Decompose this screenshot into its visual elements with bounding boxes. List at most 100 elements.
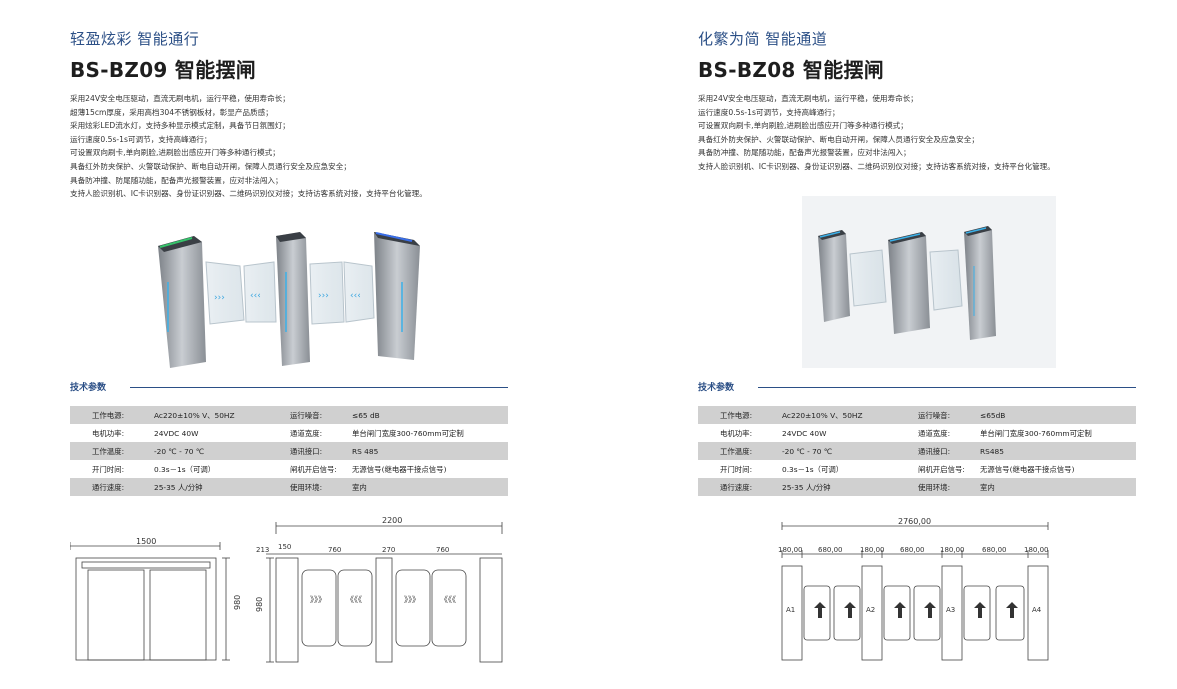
product-column-bz08: 化繁为简 智能通道 BS-BZ08 智能摆闸 采用24V安全电压驱动，直流无刷电… [698, 0, 1138, 689]
spec-value: -20 ℃ - 70 ℃ [782, 446, 833, 456]
lane-label: A4 [1032, 606, 1042, 614]
spec-table: 工作电源: Ac220±10% V、50HZ 运行噪音: ≤65 dB 电机功率… [70, 406, 508, 496]
product-subtitle: 轻盈炫彩 智能通行 [70, 30, 200, 48]
dimension-label: 213 [256, 546, 269, 554]
table-row: 工作温度: -20 ℃ - 70 ℃ 通讯接口: RS485 [698, 442, 1136, 460]
spec-key: 使用环境: [918, 482, 951, 492]
feature-list: 采用24V安全电压驱动，直流无刷电机，运行平稳，使用寿命长； 超薄15cm厚度，… [70, 92, 510, 201]
spec-value: 0.3s－1s（可调） [782, 464, 844, 474]
product-photo-bz08 [802, 196, 1056, 368]
spec-key: 通行速度: [720, 482, 753, 492]
spec-key: 开门时间: [720, 464, 753, 474]
spec-value: 无源信号(继电器干接点信号) [352, 464, 447, 474]
product-title: BS-BZ09 智能摆闸 [70, 58, 257, 82]
feature-line: 支持人脸识别机、IC卡识别器、身份证识别器、二维码识别仪对接；支持访客系统对接，… [698, 161, 1055, 171]
spec-value: Ac220±10% V、50HZ [154, 410, 235, 420]
dimension-label: 180,00 [940, 546, 965, 554]
section-rule [758, 387, 1136, 388]
dimension-label: 270 [382, 546, 395, 554]
spec-value: ≤65dB [980, 410, 1006, 420]
svg-text:›››: ››› [214, 293, 225, 303]
table-row: 工作电源: Ac220±10% V、50HZ 运行噪音: ≤65 dB [70, 406, 508, 424]
spec-key: 运行噪音: [290, 410, 323, 420]
spec-key: 开门时间: [92, 464, 125, 474]
spec-value: 室内 [980, 482, 995, 492]
feature-line: 采用24V安全电压驱动，直流无刷电机，运行平稳，使用寿命长； [698, 94, 918, 103]
spec-table: 工作电源: Ac220±10% V、50HZ 运行噪音: ≤65dB 电机功率:… [698, 406, 1136, 496]
feature-line: 运行速度0.5s-1s可调节，支持高峰通行； [698, 107, 840, 117]
spec-value: 室内 [352, 482, 367, 492]
spec-value: RS485 [980, 446, 1004, 456]
spec-key: 闸机开启信号: [290, 464, 337, 474]
section-label: 技术参数 [698, 380, 741, 393]
dimension-label: 760 [328, 546, 341, 554]
section-rule [130, 387, 508, 388]
dimension-label: 180,00 [860, 546, 885, 554]
dimension-label: 2200 [382, 516, 402, 525]
spec-value: 单台闸门宽度300-760mm可定制 [352, 428, 464, 438]
svg-text:‹‹‹: ‹‹‹ [250, 291, 261, 301]
spec-value: 25-35 人/分钟 [154, 482, 203, 492]
spec-key: 电机功率: [720, 428, 753, 438]
spec-key: 使用环境: [290, 482, 323, 492]
spec-value: 25-35 人/分钟 [782, 482, 831, 492]
lane-label: A3 [946, 606, 955, 614]
section-header: 技术参数 [70, 380, 508, 394]
spec-key: 工作温度: [92, 446, 125, 456]
spec-key: 电机功率: [92, 428, 125, 438]
spec-value: RS 485 [352, 446, 379, 456]
feature-line: 具备红外防夹保护、火警联动保护、断电自动开闸，保障人员通行安全及应急安全； [698, 134, 979, 144]
table-row: 通行速度: 25-35 人/分钟 使用环境: 室内 [698, 478, 1136, 496]
feature-line: 具备防冲撞、防尾随功能，配备声光报警装置，应对非法闯入； [698, 148, 911, 158]
dimension-label: 180,00 [1024, 546, 1049, 554]
svg-text:‹‹‹: ‹‹‹ [350, 291, 361, 301]
table-row: 电机功率: 24VDC 40W 通道宽度: 单台闸门宽度300-760mm可定制 [698, 424, 1136, 442]
dimension-label: 760 [436, 546, 449, 554]
table-row: 开门时间: 0.3s－1s（可调） 闸机开启信号: 无源信号(继电器干接点信号) [70, 460, 508, 478]
arrow-left-icon: 《《《 [346, 595, 362, 604]
spec-key: 工作电源: [720, 410, 753, 420]
svg-text:›››: ››› [318, 291, 329, 301]
spec-key: 工作温度: [720, 446, 753, 456]
spec-key: 通行速度: [92, 482, 125, 492]
spec-key: 通道宽度: [918, 428, 951, 438]
spec-value: 0.3s－1s（可调） [154, 464, 216, 474]
dimension-label: 680,00 [982, 546, 1007, 554]
dimension-drawing-bz09: 1500 980 2200 213 150 760 270 760 980 》》… [70, 516, 503, 663]
spec-key: 闸机开启信号: [918, 464, 965, 474]
arrow-right-icon: 》》》 [310, 595, 326, 604]
lane-label: A2 [866, 606, 875, 614]
feature-line: 具备防冲撞、防尾随功能，配备声光报警装置，应对非法闯入； [70, 175, 283, 185]
product-photo-bz09: ››› ‹‹‹ ››› ‹‹‹ [158, 232, 420, 368]
spec-key: 通道宽度: [290, 428, 323, 438]
spec-value: 24VDC 40W [154, 428, 199, 438]
arrow-right-icon: 》》》 [404, 595, 420, 604]
dimension-label: 1500 [136, 537, 156, 546]
feature-line: 支持人脸识别机、IC卡识别器、身份证识别器、二维码识别仪对接；支持访客系统对接，… [70, 189, 427, 199]
spec-value: ≤65 dB [352, 410, 380, 420]
feature-line: 可设置双向刷卡,单向刷脸,进刷脸出感应开门等多种通行模式； [698, 121, 908, 131]
table-row: 通行速度: 25-35 人/分钟 使用环境: 室内 [70, 478, 508, 496]
feature-line: 运行速度0.5s-1s可调节，支持高峰通行； [70, 134, 212, 144]
lane-label: A1 [786, 606, 795, 614]
table-row: 工作温度: -20 ℃ - 70 ℃ 通讯接口: RS 485 [70, 442, 508, 460]
feature-line: 具备红外防夹保护、火警联动保护、断电自动开闸，保障人员通行安全及应急安全； [70, 161, 351, 171]
spec-value: 单台闸门宽度300-760mm可定制 [980, 428, 1092, 438]
dimension-label: 980 [233, 595, 242, 610]
dimension-label: 680,00 [818, 546, 843, 554]
table-row: 工作电源: Ac220±10% V、50HZ 运行噪音: ≤65dB [698, 406, 1136, 424]
spec-value: -20 ℃ - 70 ℃ [154, 446, 205, 456]
spec-value: 24VDC 40W [782, 428, 827, 438]
feature-line: 可设置双向刷卡,单向刷脸,进刷脸出感应开门等多种通行模式； [70, 148, 280, 158]
table-row: 开门时间: 0.3s－1s（可调） 闸机开启信号: 无源信号(继电器干接点信号) [698, 460, 1136, 478]
spec-value: Ac220±10% V、50HZ [782, 410, 863, 420]
feature-list: 采用24V安全电压驱动，直流无刷电机，运行平稳，使用寿命长； 运行速度0.5s-… [698, 92, 1138, 174]
feature-line: 采用炫彩LED流水灯，支持多种显示模式定制，具备节日氛围灯； [70, 121, 290, 131]
spec-key: 运行噪音: [918, 410, 951, 420]
spec-key: 工作电源: [92, 410, 125, 420]
dimension-label: 180,00 [778, 546, 803, 554]
product-column-bz09: 轻盈炫彩 智能通行 BS-BZ09 智能摆闸 采用24V安全电压驱动，直流无刷电… [70, 0, 510, 689]
spec-value: 无源信号(继电器干接点信号) [980, 464, 1075, 474]
feature-line: 采用24V安全电压驱动，直流无刷电机，运行平稳，使用寿命长； [70, 94, 290, 103]
spec-key: 通讯接口: [918, 446, 951, 456]
